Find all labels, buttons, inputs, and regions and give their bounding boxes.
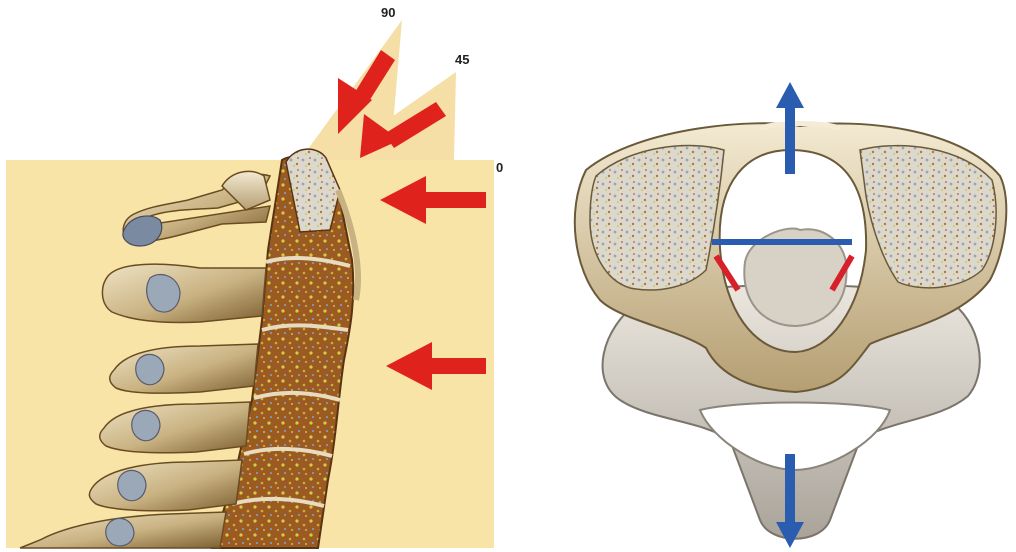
right-panel-atlas-superior-view xyxy=(575,82,1007,548)
angle-label-90: 90 xyxy=(381,5,395,20)
angle-label-0: 0 xyxy=(496,160,503,175)
transverse-line xyxy=(712,239,852,245)
angle-label-45: 45 xyxy=(455,52,469,67)
left-lateral-mass xyxy=(590,146,724,290)
left-panel-lateral-cervical-spine: 90 45 0 xyxy=(6,5,503,548)
c2-spinous-process xyxy=(102,264,266,322)
